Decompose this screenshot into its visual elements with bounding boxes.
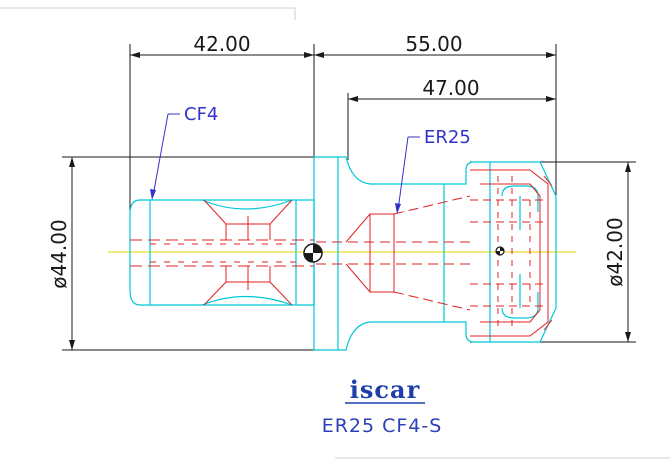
callout-er25: ER25 [395,127,471,214]
dimension-right-diameter-label: ø42.00 [603,217,627,287]
collet-nut-outline [444,161,557,343]
center-marker-collet [495,246,505,256]
callout-cf4: CF4 [150,104,218,200]
brand-logo: iscar [350,375,420,404]
dimension-overall-length-label: 55.00 [405,32,462,56]
dimension-overall-length: 55.00 [314,32,557,195]
hidden-lines [130,169,553,337]
dimension-left-diameter-label: ø44.00 [47,219,71,289]
dimension-collet-length: 47.00 [347,76,556,160]
dimension-left-length: 42.00 [129,32,315,210]
callout-er25-label: ER25 [424,127,471,148]
center-marker-shank [303,243,323,263]
dimension-left-length-label: 42.00 [193,32,250,56]
dimension-collet-length-label: 47.00 [422,76,479,100]
callout-cf4-label: CF4 [184,104,218,125]
shank-outline [129,199,315,306]
dimension-left-diameter: ø44.00 [47,156,318,351]
product-name: ER25 CF4-S [322,415,443,437]
body-outline [313,156,445,351]
